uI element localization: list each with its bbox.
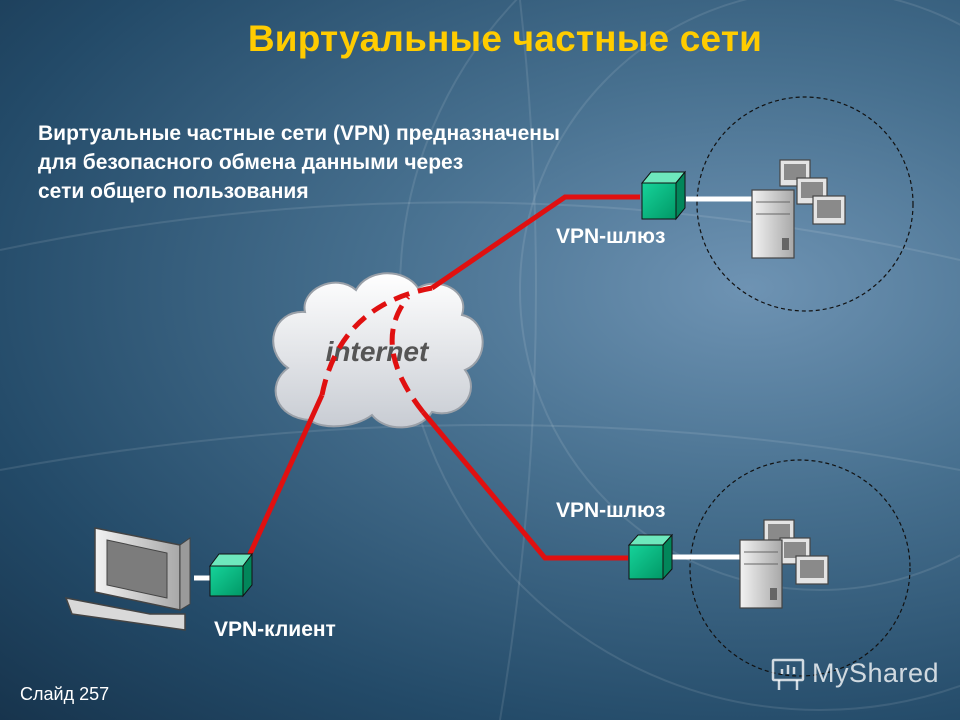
watermark-logo: MyShared [770, 656, 950, 696]
top-network-boundary [696, 96, 914, 312]
slide-number: Слайд 257 [20, 684, 110, 704]
client-link [237, 393, 325, 578]
bottom-gateway-link [421, 410, 628, 561]
tunnel-top-dashed [319, 285, 433, 396]
lan-links [194, 196, 752, 581]
vpn-links [237, 194, 640, 578]
top-gateway-link [430, 194, 640, 291]
vpn-client-label: VPN-клиент [214, 618, 336, 641]
presentation-icon [771, 658, 805, 690]
top-servers-icon [751, 159, 846, 259]
vpn-gateway-top-device [640, 170, 687, 221]
vpn-gateway-bottom-device [627, 533, 674, 581]
vpn-client-device [209, 552, 253, 598]
description-line-1: Виртуальные частные сети (VPN) предназна… [38, 122, 560, 145]
bottom-network-boundary [689, 459, 911, 677]
bottom-servers-icon [739, 519, 829, 609]
slide-description: Виртуальные частные сети (VPN) предназна… [38, 119, 728, 206]
description-line-2: для безопасного обмена данными через [38, 151, 464, 174]
vpn-gateway-bottom-label: VPN-шлюз [556, 499, 666, 522]
slide-title: Виртуальные частные сети [247, 18, 763, 59]
internet-cloud: internet [272, 272, 484, 429]
watermark-text: MyShared [812, 658, 940, 688]
description-line-3: сети общего пользования [38, 180, 309, 203]
vpn-gateway-top-label: VPN-шлюз [556, 225, 666, 248]
tunnel-bottom-dashed [389, 295, 425, 414]
client-computer-icon [64, 527, 191, 631]
